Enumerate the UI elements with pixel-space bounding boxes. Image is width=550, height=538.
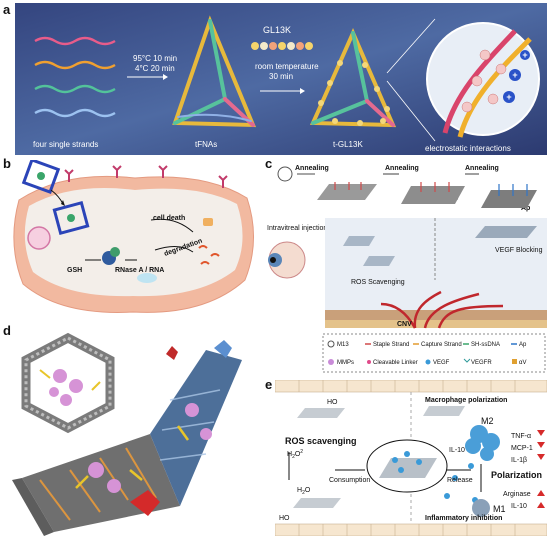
endosome <box>27 226 51 250</box>
origami-sheets <box>317 182 537 208</box>
rnase-text: RNase A / RNA <box>115 267 164 274</box>
top-cell-row <box>275 380 547 393</box>
ap-label-2: Ap <box>521 205 530 212</box>
gl13k-label: GL13K <box>263 25 291 35</box>
annealing-3: Annealing <box>465 165 499 172</box>
step1-line2: 4°C 20 min <box>135 64 175 73</box>
panel-label-e: e <box>265 377 273 392</box>
m2-label: M2 <box>481 416 494 426</box>
gl13k-peptide-chain <box>251 42 313 50</box>
receptors <box>64 165 228 188</box>
zoom-circle: + + + <box>426 22 540 138</box>
ho-top-label: HO <box>327 399 338 406</box>
cnv-text: CNV <box>397 321 412 328</box>
il10-label: IL-10 <box>511 503 527 510</box>
cnv-vessels <box>380 290 504 329</box>
cytoplasm <box>24 188 243 297</box>
caption-electrostatic: electrostatic interactions <box>425 144 511 153</box>
red-lock <box>166 346 178 360</box>
step1-line1: 95°C 10 min <box>133 54 177 63</box>
panel-label-b: b <box>3 156 11 171</box>
m2-macrophage-cluster <box>465 425 500 461</box>
legend-vegf: VEGF <box>433 360 450 366</box>
arginase-label: Arginase <box>503 491 531 498</box>
il10-release-label: IL-10 <box>449 447 465 454</box>
panel-label-a: a <box>3 2 11 17</box>
step2-line2: 30 min <box>269 72 293 81</box>
m1-label: M1 <box>493 504 506 514</box>
consumption-text: Consumption <box>329 477 370 484</box>
legend-ap: Ap <box>519 342 527 348</box>
gsh-text: GSH <box>67 267 82 274</box>
dna-nanocage-inside <box>52 200 90 236</box>
svg-text:+: + <box>522 50 527 60</box>
h2o-labels: H2O2 H2O <box>287 449 311 496</box>
legend-capture: Capture Strand <box>421 342 462 348</box>
legend-linker: Cleavable Linker <box>373 360 418 366</box>
panel-d-figure <box>12 332 242 536</box>
mcp1-label: MCP-1 <box>511 445 533 452</box>
panel-e-figure: Macrophage polarization ROS scavenging C… <box>275 380 547 536</box>
legend-m13: M13 <box>337 342 349 348</box>
rna-blob <box>137 273 157 283</box>
tfna-structure <box>172 15 257 128</box>
dna-nanocage-outside <box>21 160 61 194</box>
red-payload <box>130 490 160 516</box>
cell-death-marker <box>203 218 213 226</box>
ho-bottom-label: HO <box>279 515 290 522</box>
caption-strands: four single strands <box>33 140 98 149</box>
m13-ring <box>277 166 293 182</box>
caption-tgl13k: t-GL13K <box>333 140 363 149</box>
released-cargo <box>102 247 120 265</box>
legend-mmps: MMPs <box>337 360 354 366</box>
cell-death-text: cell death <box>153 215 185 222</box>
inflammatory-inhibition-text: Inflammatory inhibition <box>425 515 502 522</box>
origami-in-eye <box>343 226 537 266</box>
t-gl13k-structure <box>309 28 397 128</box>
ros-scavenging-text: ROS Scavenging <box>351 279 405 286</box>
bruch-membrane <box>325 320 547 328</box>
svg-text:H2O: H2O <box>297 487 311 496</box>
change-arrows <box>537 430 545 508</box>
svg-text:H2O2: H2O2 <box>287 449 303 460</box>
polarization-title: Polarization <box>491 470 542 480</box>
tnf-label: TNF-α <box>511 433 531 440</box>
panel-a-figure: + + + 95°C 10 min 4°C 20 min GL13K room te… <box>15 3 547 155</box>
annealing-1: Annealing <box>295 165 329 172</box>
eye-icon <box>268 241 306 279</box>
vegf-blocking-text: VEGF Blocking <box>495 247 543 254</box>
legend-vegfr: VEGFR <box>471 360 492 366</box>
macrophage-polarization-text: Macrophage polarization <box>425 397 507 404</box>
degradation-fragments <box>198 245 220 265</box>
legend-shssdna: SH-ssDNA <box>471 342 500 348</box>
svg-text:+: + <box>506 92 511 102</box>
m1-macrophage <box>472 499 490 517</box>
il1b-label: IL-1β <box>511 457 527 464</box>
panel-label-c: c <box>265 156 273 171</box>
cell-layer <box>325 310 547 320</box>
blue-lock <box>214 340 232 358</box>
hexagon-origami <box>21 332 115 434</box>
release-text: Release <box>447 477 473 484</box>
svg-text:+: + <box>512 70 517 80</box>
single-strands <box>34 36 116 118</box>
legend-av: αV <box>519 360 526 366</box>
legend-staple: Staple Strand <box>373 342 409 348</box>
legend-box <box>322 333 546 373</box>
caption-tfnas: tFNAs <box>195 140 217 149</box>
panel-label-d: d <box>3 323 11 338</box>
annealing-2: Annealing <box>385 165 419 172</box>
bottom-cell-row <box>275 523 547 536</box>
intravitreal-text: Intravitreal injection <box>267 225 327 232</box>
panel-c-figure: Annealing Annealing Annealing Ap Ap Intr… <box>267 165 547 373</box>
step2-line1: room temperature <box>255 62 319 71</box>
panel-b-figure: cell death degradation GSH RNase A / RNA <box>13 160 254 313</box>
open-origami-container <box>12 340 242 536</box>
ros-scavenging-title: ROS scavenging <box>285 436 357 446</box>
